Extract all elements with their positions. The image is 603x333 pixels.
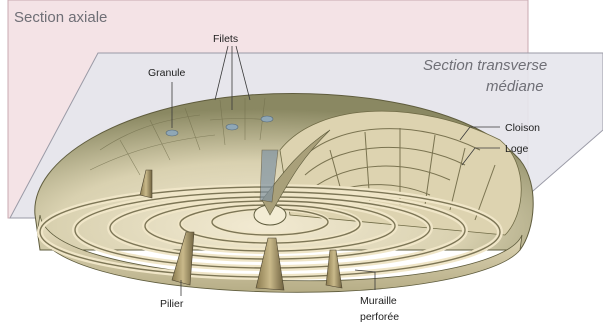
label-granule: Granule	[148, 67, 186, 79]
label-filets: Filets	[213, 33, 238, 45]
axial-section-title: Section axiale	[14, 9, 107, 26]
granule-mark	[261, 116, 273, 122]
label-pilier: Pilier	[160, 298, 184, 310]
label-loge: Loge	[505, 143, 529, 155]
label-muraille-line1: Muraille	[360, 295, 397, 307]
transverse-section-title-line1: Section transverse	[423, 57, 547, 74]
granule-mark	[226, 124, 238, 130]
transverse-section-title-line2: médiane	[486, 78, 544, 95]
granule-mark	[166, 130, 178, 136]
label-muraille-line2: perforée	[360, 311, 399, 323]
label-cloison: Cloison	[505, 122, 540, 134]
